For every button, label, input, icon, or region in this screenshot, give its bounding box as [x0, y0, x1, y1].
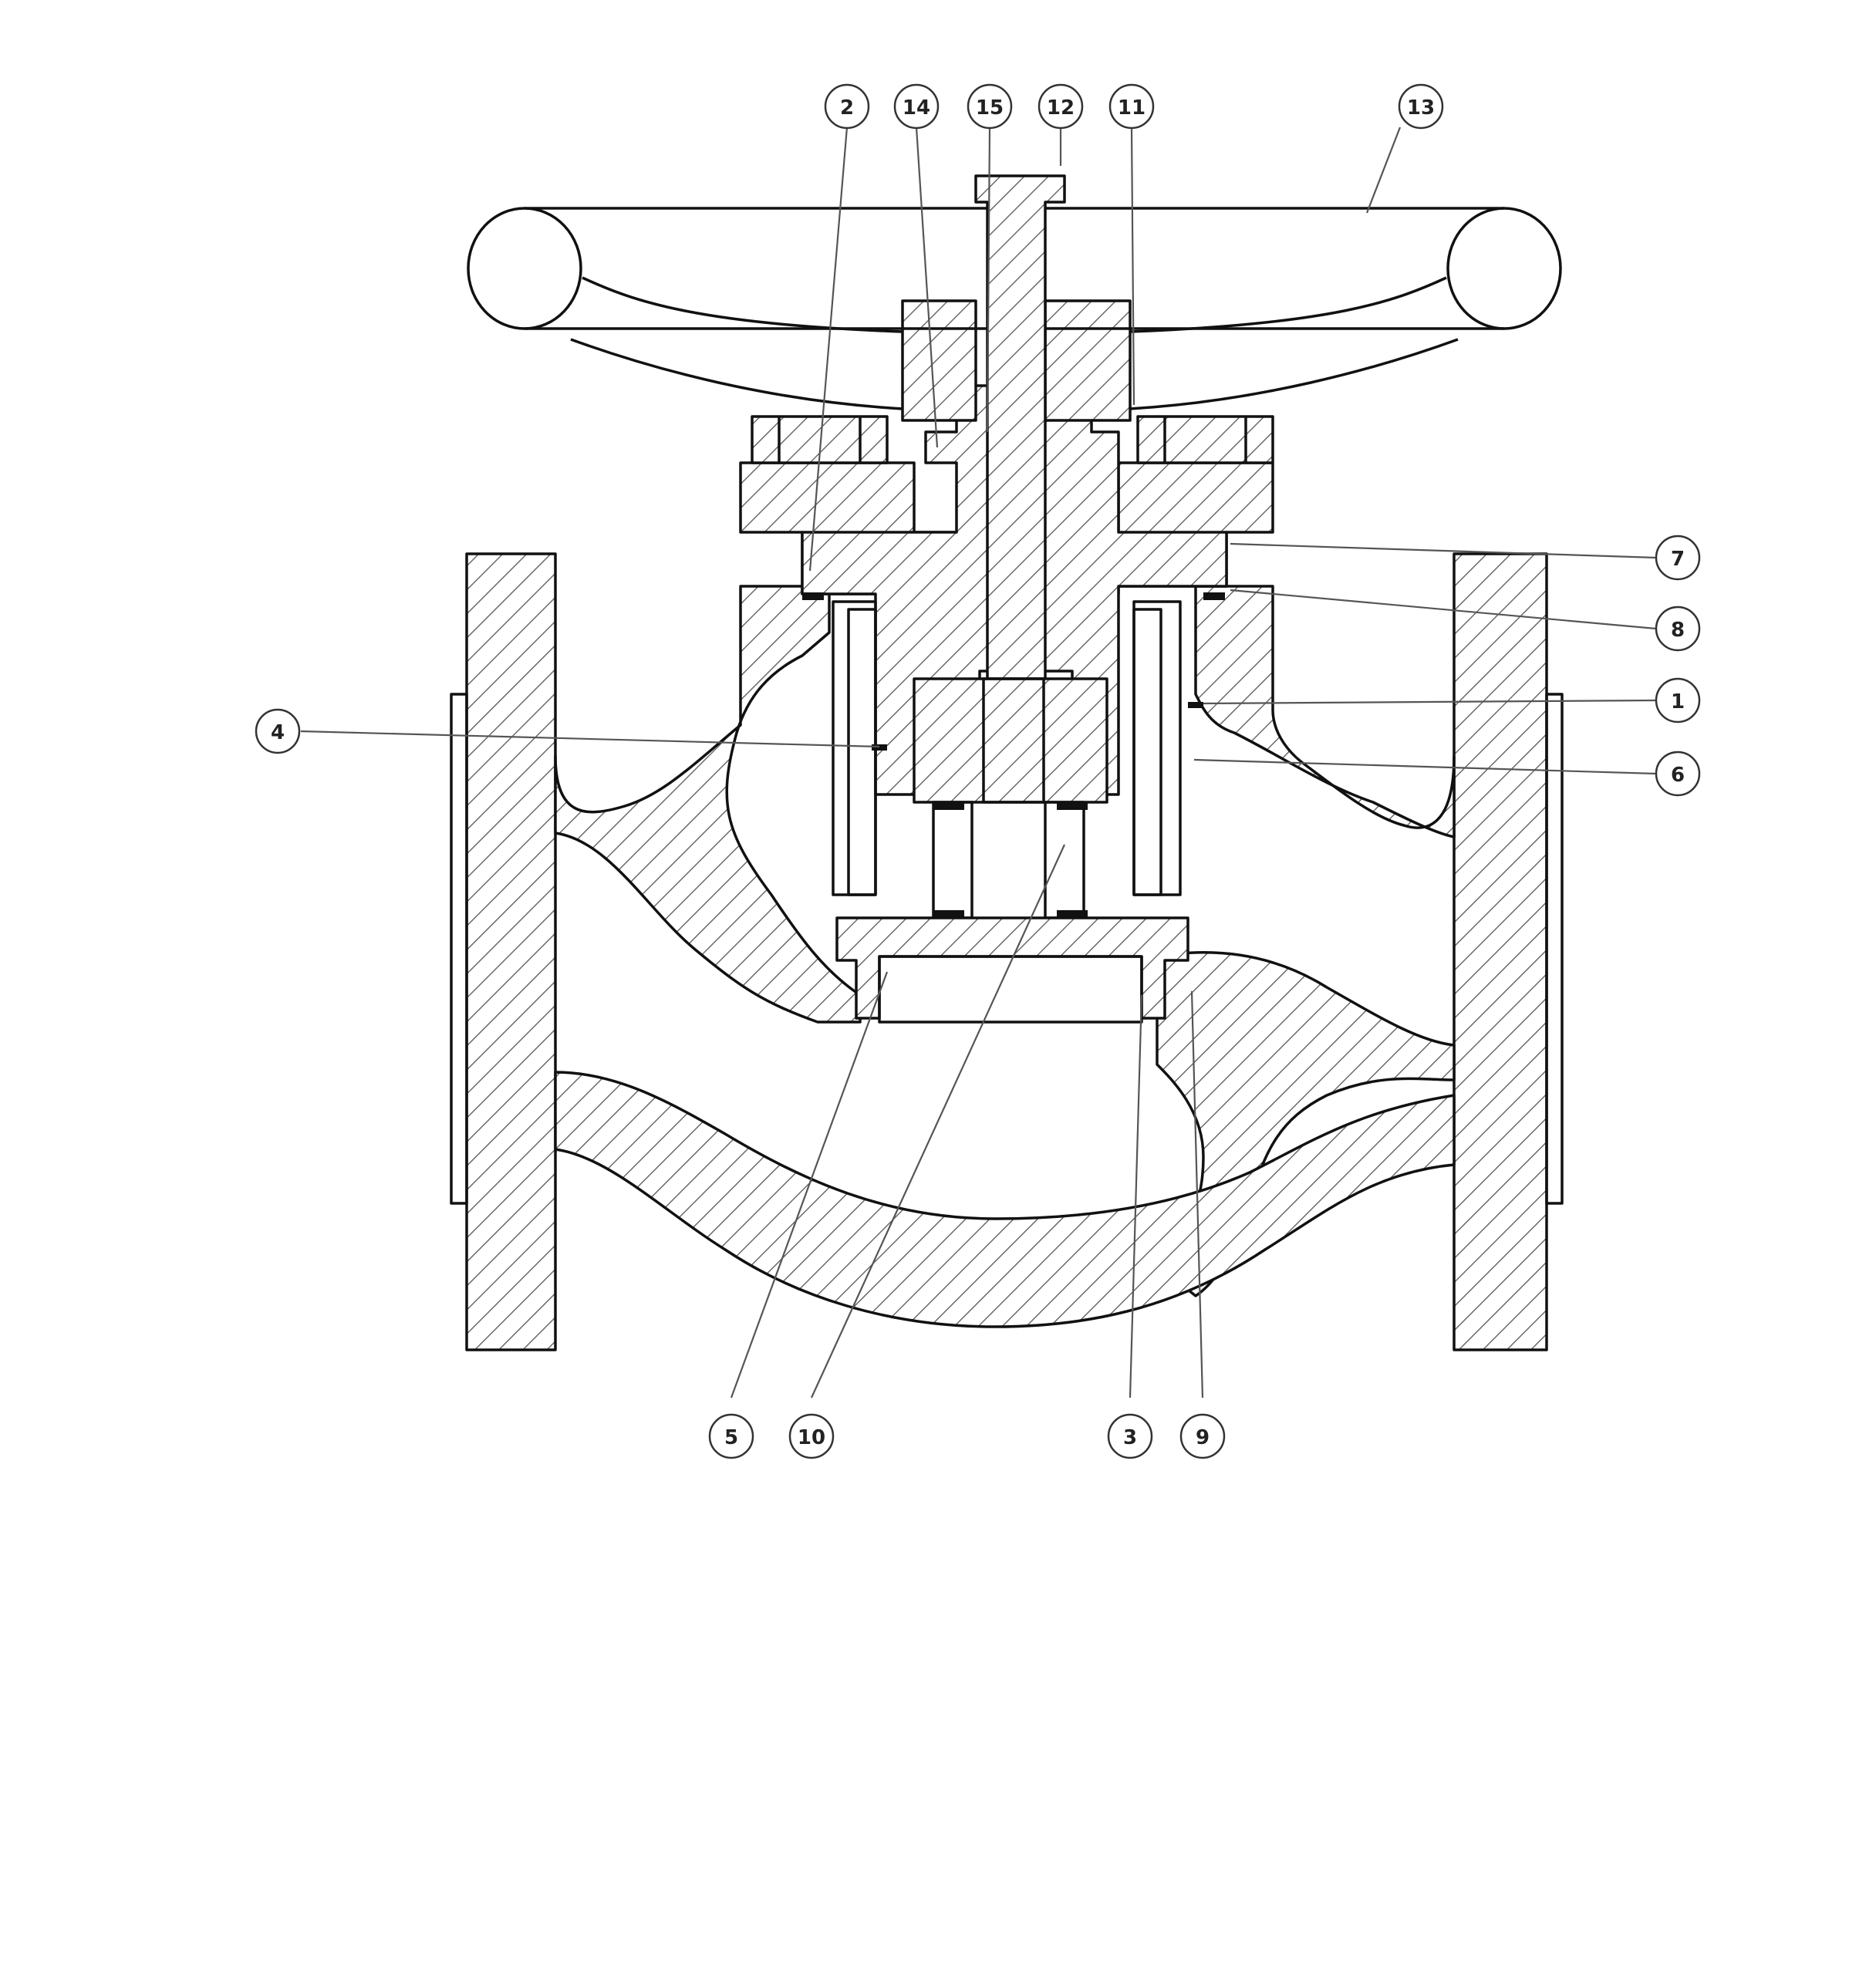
lower-guide-right: [1045, 802, 1084, 918]
lower-guide-left: [933, 802, 972, 918]
callout-2: 2: [825, 85, 869, 128]
callout-label: 5: [724, 1426, 738, 1449]
right-flange: [1454, 554, 1547, 1350]
callout-label: 14: [903, 96, 930, 120]
callout-label: 4: [271, 721, 285, 744]
callout-label: 9: [1196, 1426, 1210, 1449]
callout-13: 13: [1399, 85, 1442, 128]
callout-label: 6: [1671, 764, 1685, 787]
callout-label: 15: [976, 96, 1004, 120]
callout-label: 8: [1671, 619, 1685, 642]
cage-right: [1134, 609, 1161, 895]
yoke-nut-left: [903, 301, 976, 420]
callout-11: 11: [1110, 85, 1153, 128]
yoke-nut-right: [1045, 301, 1130, 420]
callout-label: 11: [1118, 96, 1146, 120]
callout-5: 5: [710, 1415, 753, 1458]
gasket-left: [802, 592, 824, 600]
callout-8: 8: [1656, 607, 1699, 650]
cage-left: [849, 609, 876, 895]
callout-label: 13: [1407, 96, 1435, 120]
callout-3: 3: [1108, 1415, 1152, 1458]
valve-plug: [914, 679, 1107, 802]
callout-label: 2: [840, 96, 854, 120]
callout-label: 10: [798, 1426, 825, 1449]
seat-ring: [837, 918, 1188, 1018]
callout-6: 6: [1656, 752, 1699, 795]
callout-4: 4: [256, 710, 299, 753]
callout-12: 12: [1039, 85, 1082, 128]
callout-label: 3: [1123, 1426, 1137, 1449]
callout-7: 7: [1656, 536, 1699, 579]
cage-outer-left: [833, 602, 876, 895]
gasket-right: [1203, 592, 1225, 600]
seat-opening: [879, 956, 1142, 1022]
callout-label: 12: [1047, 96, 1075, 120]
callout-9: 9: [1181, 1415, 1224, 1458]
callout-label: 7: [1671, 548, 1685, 571]
right-nut: [1138, 417, 1273, 463]
left-flange-face: [451, 694, 467, 1203]
callout-10: 10: [790, 1415, 833, 1458]
left-flange: [467, 554, 555, 1350]
callout-15: 15: [968, 85, 1011, 128]
callout-label: 1: [1671, 690, 1685, 713]
cage-outer-right: [1134, 602, 1180, 895]
upper-left-body-wall: [555, 586, 860, 1022]
callout-1: 1: [1656, 679, 1699, 722]
bottom-body-wall: [555, 1072, 1454, 1327]
callout-14: 14: [895, 85, 938, 128]
bonnet-assembly: [468, 176, 1561, 1022]
upper-right-body-wall: [1196, 586, 1454, 837]
